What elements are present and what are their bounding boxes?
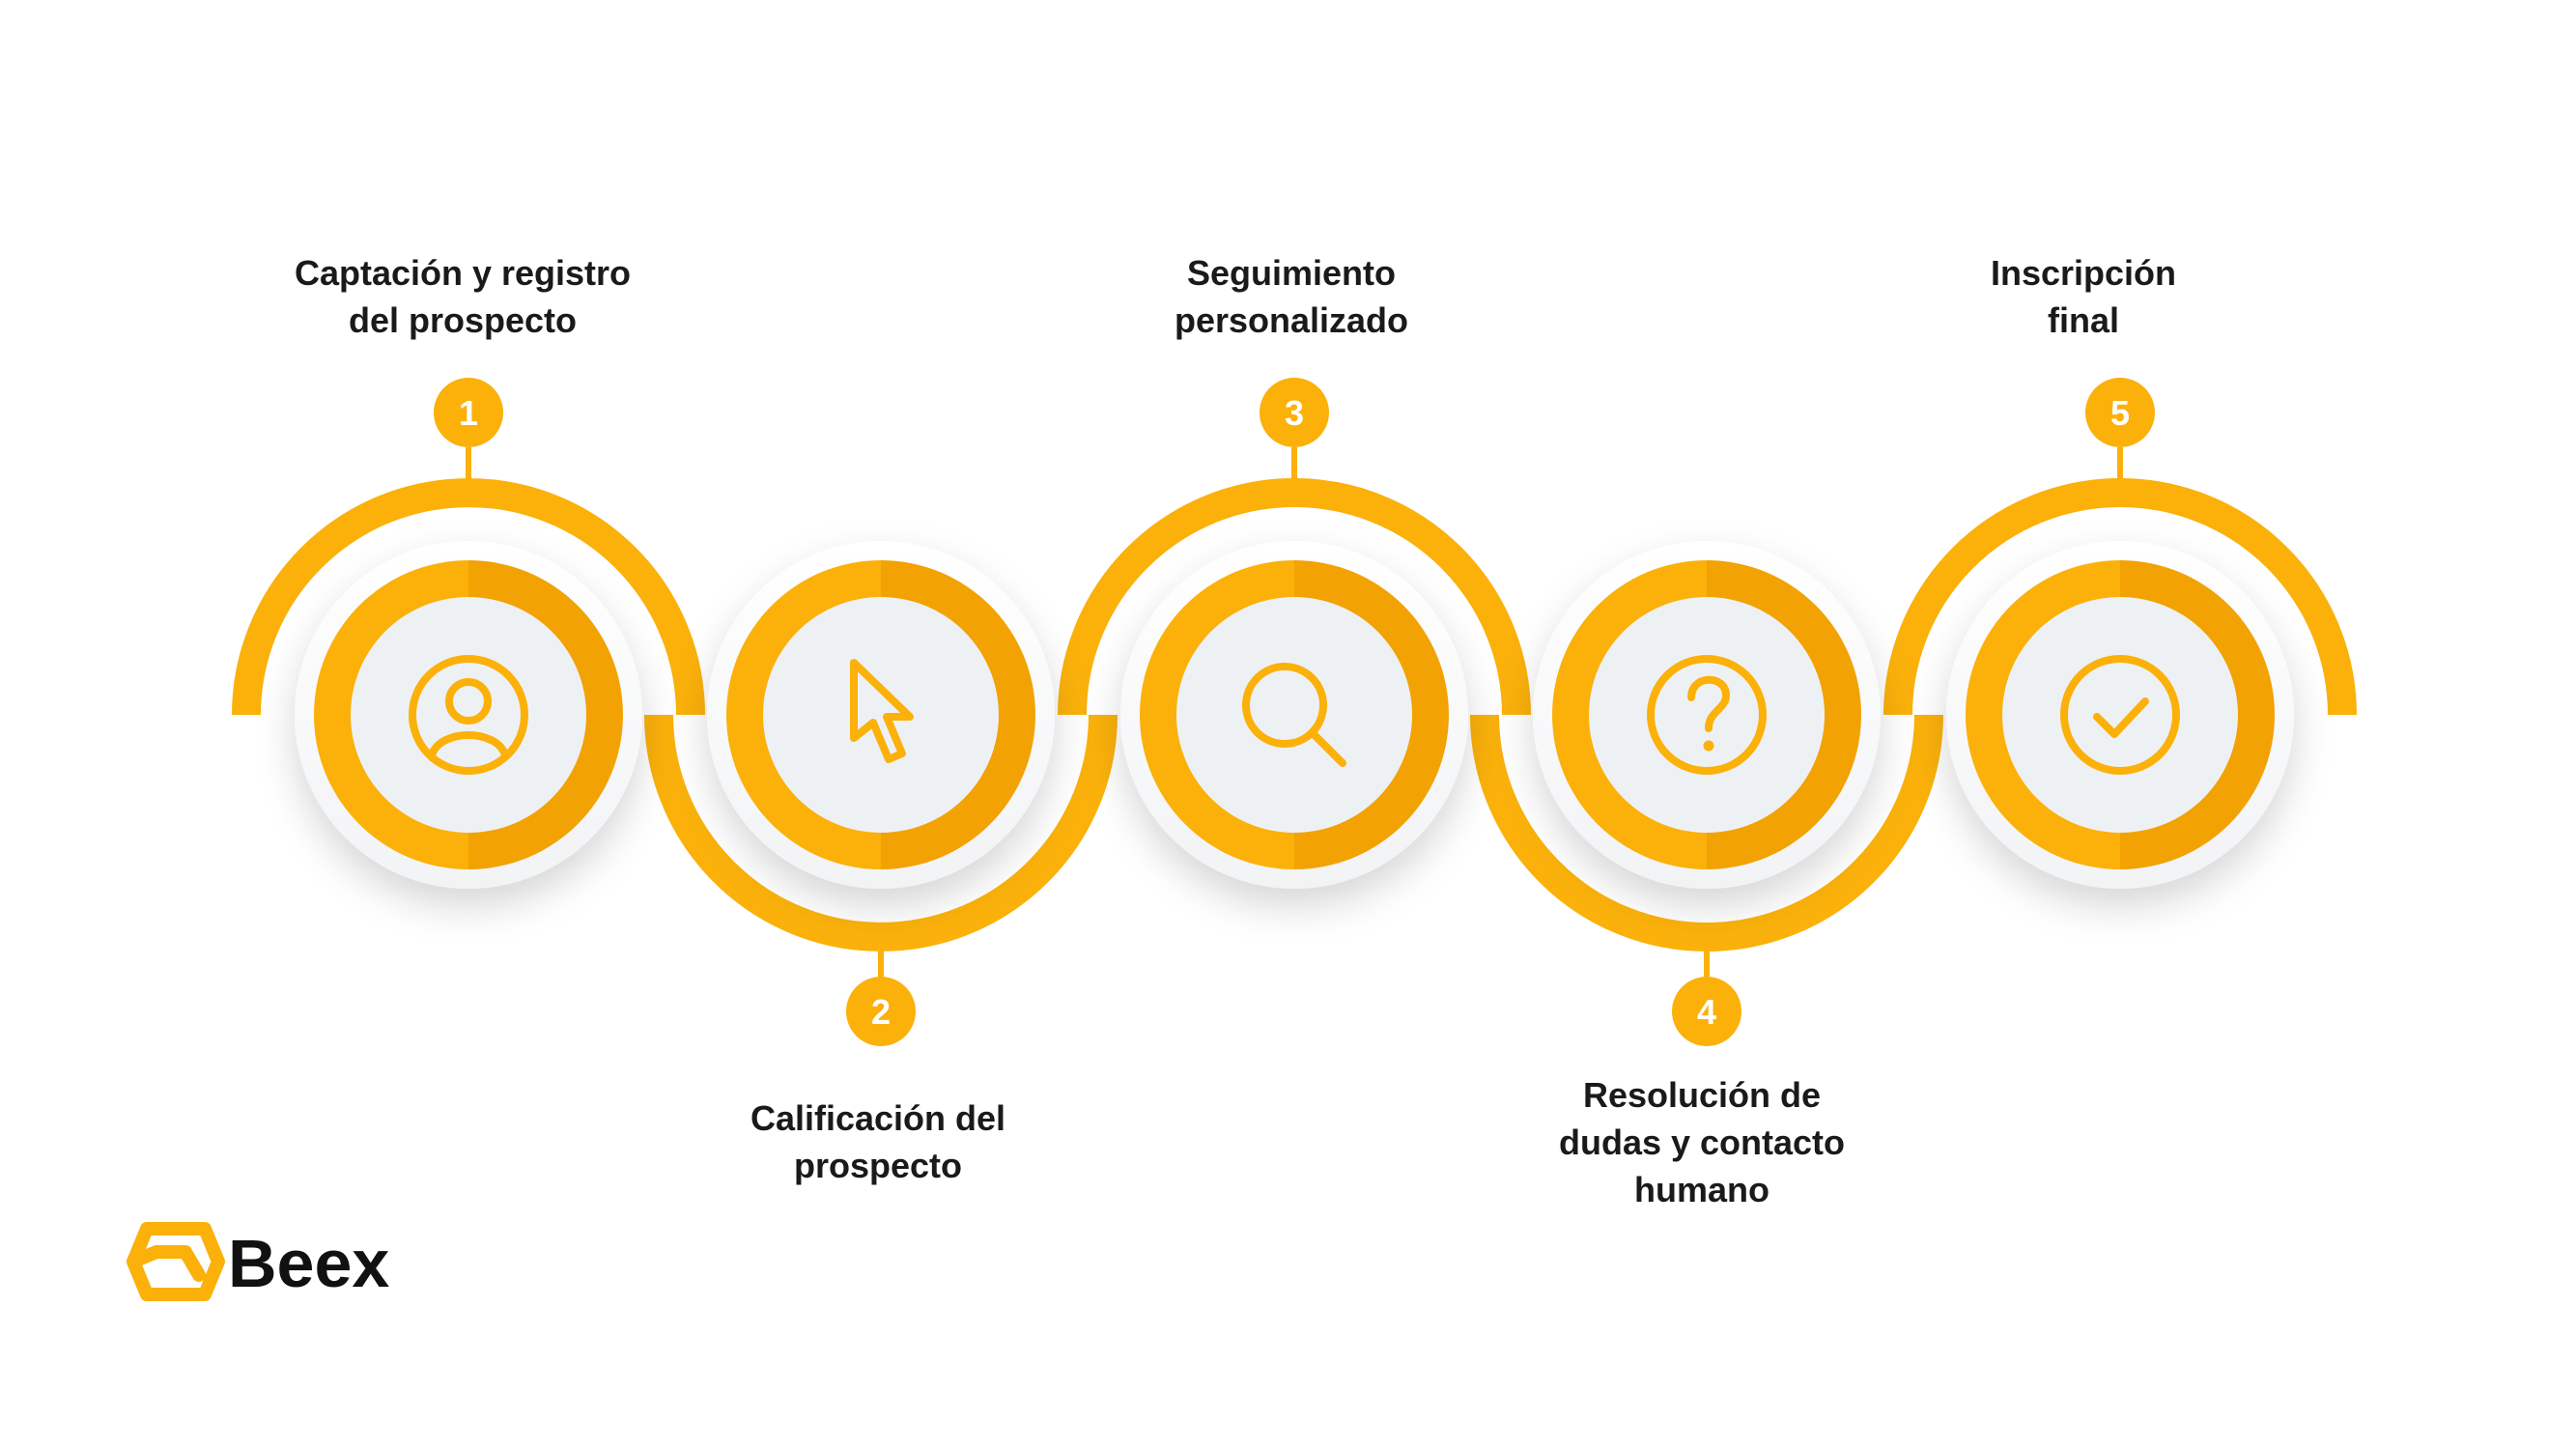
wave-direction-line [1947,516,2293,616]
step-label-line: Resolución de [1583,1075,1821,1115]
step-number-badge [434,378,503,447]
step-label-line: Seguimiento [1187,253,1396,293]
step-label-line: final [2048,300,2119,340]
track-start-cap [232,701,261,715]
wave-direction-line [296,516,641,616]
step-number: 4 [1697,992,1716,1032]
steps-group: 1 Captación y registro del prospecto 2Calif… [295,253,2294,1209]
hexagon-box-icon [127,1222,225,1301]
step-label-line: dudas y contacto [1559,1122,1845,1162]
step-label: Captación y registro del prospecto [295,253,631,340]
user-icon [409,655,528,775]
wave-direction-line [708,813,1054,914]
step-label: Resolución de dudas y contacto humano [1559,1075,1845,1209]
wave-arrow-icon [1041,803,1060,820]
step-label-line: personalizado [1175,300,1408,340]
step-number-badge [1672,977,1741,1046]
check-circle-icon [2060,655,2180,775]
wave-arrow-icon [629,610,647,627]
step-label-line: del prospecto [349,300,577,340]
step-label-line: Calificación del [750,1098,1005,1138]
brand-name: Beex [228,1226,389,1301]
step-5: 5 Inscripción final [1946,253,2294,889]
step-3: 3 Seguimiento personalizado [1120,253,1468,889]
cursor-pointer-icon [850,659,914,763]
search-icon [1242,663,1346,767]
step-number: 2 [871,992,891,1032]
step-label-line: Inscripción [1991,253,2176,293]
step-label-line: humano [1634,1170,1769,1209]
step-1: 1 Captación y registro del prospecto [295,253,642,889]
brand-logo: Beex [127,1222,389,1301]
wave-arrow-icon [2280,610,2299,627]
step-label: Calificación del prospecto [750,1098,1005,1185]
wave-arrow-icon [1867,803,1885,820]
step-number: 1 [459,393,478,433]
step-label-line: prospecto [794,1146,962,1185]
wave-direction-line [1534,813,1880,914]
step-label: Seguimiento personalizado [1175,253,1408,340]
question-icon [1647,655,1767,775]
step-number-badge [2085,378,2155,447]
track-end-cap [2328,701,2357,715]
step-label: Inscripción final [1991,253,2176,340]
step-number: 5 [2110,393,2130,433]
step-disc [2002,597,2238,833]
wave-direction-line [1121,516,1467,616]
step-disc [1589,597,1825,833]
step-label-line: Captación y registro [295,253,631,293]
step-disc [1176,597,1412,833]
step-number-badge [846,977,916,1046]
step-disc [351,597,586,833]
step-number-badge [1260,378,1329,447]
step-disc [763,597,999,833]
wave-arrow-icon [1455,610,1473,627]
step-number: 3 [1285,393,1304,433]
